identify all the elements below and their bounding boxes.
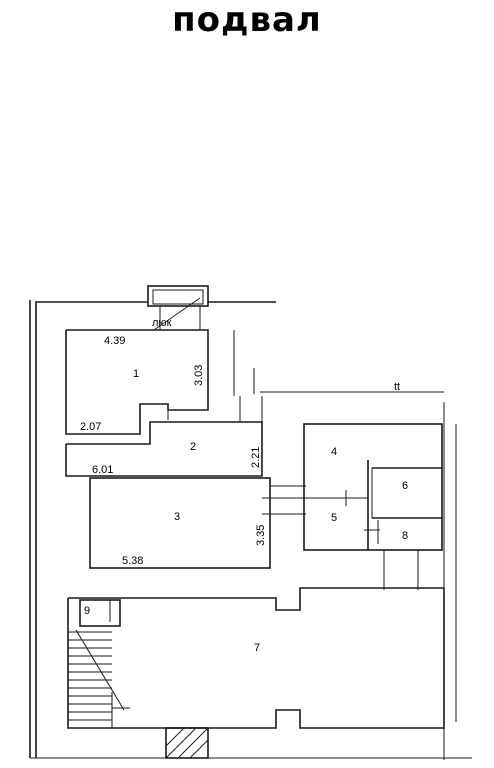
room-2 (65, 330, 263, 477)
staircase (68, 629, 130, 728)
room-9-number: 9 (84, 605, 90, 617)
page-title: подвал (172, 0, 322, 40)
room-7 (67, 587, 445, 729)
room-2-width: 6.01 (92, 464, 113, 476)
room-2-number: 2 (190, 441, 196, 453)
room-8-number: 8 (402, 530, 408, 542)
room-3-width: 5.38 (122, 555, 143, 567)
axis-mark: tt (394, 381, 400, 393)
room-9 (79, 599, 121, 627)
room-4-number: 4 (331, 446, 337, 458)
room-3-height: 3.35 (255, 525, 267, 546)
room-4 (303, 423, 443, 551)
room-6 (367, 460, 442, 550)
passage (383, 550, 419, 590)
outer-walls (29, 300, 472, 760)
room-1-height: 3.03 (193, 365, 205, 386)
room-1 (65, 329, 209, 435)
room-5-number: 5 (331, 512, 337, 524)
room-1-number: 1 (133, 368, 139, 380)
room-1-bottom-width: 2.07 (80, 421, 101, 433)
room-2-height: 2.21 (250, 447, 262, 468)
entrance-hatch (165, 727, 209, 759)
hatch-label: люк (152, 317, 172, 329)
room-3-number: 3 (174, 511, 180, 523)
room-7-number: 7 (254, 642, 260, 654)
room-6-number: 6 (402, 480, 408, 492)
hatch (147, 285, 209, 331)
room-1-width: 4.39 (104, 335, 125, 347)
room-8 (364, 520, 380, 544)
room-3 (89, 477, 306, 569)
